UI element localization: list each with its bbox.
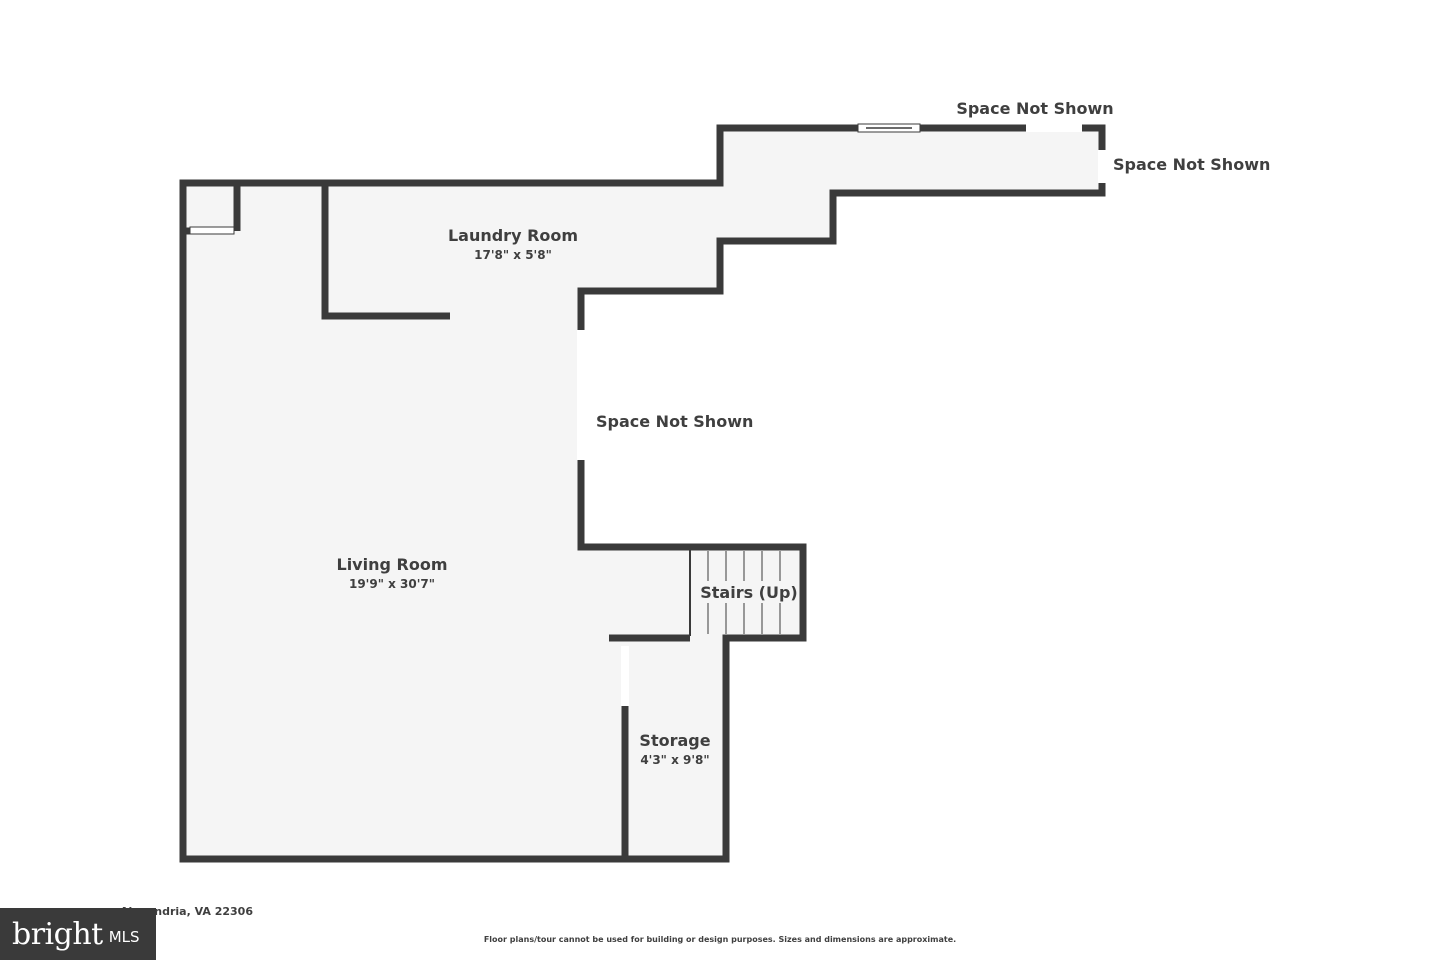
living-room-label: Living Room bbox=[337, 555, 448, 574]
space-not-shown-top: Space Not Shown bbox=[956, 99, 1113, 118]
disclaimer-text: Floor plans/tour cannot be used for buil… bbox=[483, 935, 957, 944]
outer-wall bbox=[179, 124, 1106, 863]
floor-area bbox=[183, 128, 1102, 859]
laundry-room-dims: 17'8" x 5'8" bbox=[474, 248, 552, 262]
mid-wall-opening bbox=[577, 330, 585, 460]
laundry-room-label: Laundry Room bbox=[448, 226, 578, 245]
bright-mls-badge: bright MLS bbox=[0, 908, 156, 960]
top-wall-opening bbox=[1026, 124, 1082, 132]
right-wall-opening bbox=[1098, 150, 1106, 183]
stairs-label-bg bbox=[704, 581, 794, 603]
living-room-dims: 19'9" x 30'7" bbox=[349, 577, 435, 591]
space-not-shown-right: Space Not Shown bbox=[1113, 155, 1270, 174]
storage-door-opening bbox=[621, 646, 629, 706]
stairs-label: Stairs (Up) bbox=[700, 583, 798, 602]
space-not-shown-middle: Space Not Shown bbox=[596, 412, 753, 431]
mls-logo-word: MLS bbox=[108, 928, 140, 946]
closet-window bbox=[189, 226, 235, 235]
bright-logo-word: bright bbox=[12, 916, 103, 952]
storage-label: Storage bbox=[639, 731, 710, 750]
laundry-partition-wall bbox=[321, 183, 450, 320]
storage-dims: 4'3" x 9'8" bbox=[640, 753, 709, 767]
